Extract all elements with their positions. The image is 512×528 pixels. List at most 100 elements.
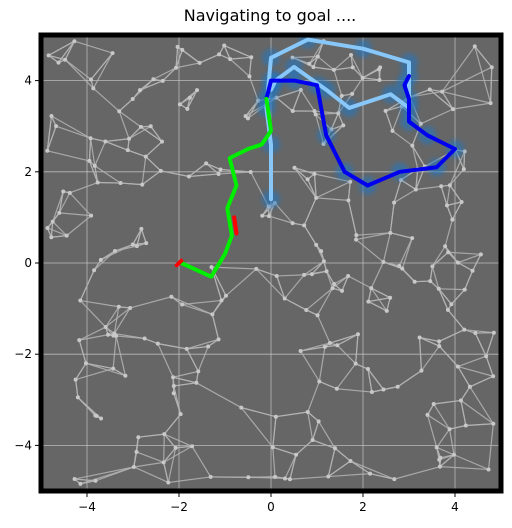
roadmap-node xyxy=(381,260,386,265)
roadmap-edge xyxy=(47,227,67,237)
roadmap-edge xyxy=(247,100,259,119)
roadmap-node xyxy=(491,330,496,335)
roadmap-edge xyxy=(58,192,71,214)
roadmap-node xyxy=(450,217,455,222)
roadmap-node xyxy=(462,327,467,332)
roadmap-node xyxy=(274,273,279,278)
roadmap-node xyxy=(392,477,397,482)
roadmap-edge xyxy=(48,54,59,64)
roadmap-node xyxy=(130,96,135,101)
roadmap-node xyxy=(366,299,371,304)
roadmap-node xyxy=(143,154,148,159)
roadmap-node xyxy=(428,279,433,284)
roadmap-edge xyxy=(420,345,440,372)
roadmap-node xyxy=(110,51,115,56)
roadmap-edge xyxy=(392,130,413,147)
roadmap-edge xyxy=(438,345,459,367)
roadmap-node xyxy=(302,272,307,277)
roadmap-edge xyxy=(186,345,209,350)
roadmap-graph xyxy=(45,39,496,486)
roadmap-edge xyxy=(114,245,137,252)
roadmap-edge xyxy=(175,445,193,449)
roadmap-node xyxy=(138,124,143,129)
roadmap-edge xyxy=(347,200,357,236)
roadmap-edge xyxy=(438,329,465,342)
roadmap-node xyxy=(304,307,309,312)
roadmap-edge xyxy=(275,411,308,418)
roadmap-node xyxy=(341,123,346,128)
roadmap-node xyxy=(45,148,50,153)
roadmap-edge xyxy=(46,125,57,151)
roadmap-node xyxy=(444,203,449,208)
roadmap-edge xyxy=(350,54,354,68)
roadmap-edge xyxy=(300,342,331,352)
roadmap-node xyxy=(350,91,355,96)
roadmap-node xyxy=(208,474,213,479)
roadmap-edge xyxy=(444,219,453,247)
roadmap-node xyxy=(369,390,374,395)
roadmap-node xyxy=(89,213,94,218)
roadmap-edge xyxy=(157,343,174,378)
roadmap-edge xyxy=(145,156,162,172)
roadmap-node xyxy=(61,189,66,194)
roadmap-edge xyxy=(356,232,391,236)
roadmap-edge xyxy=(132,242,147,246)
roadmap-edge xyxy=(105,140,129,151)
roadmap-node xyxy=(180,47,185,52)
roadmap-node xyxy=(326,474,331,479)
roadmap-edge xyxy=(105,307,131,328)
roadmap-edge xyxy=(426,414,438,448)
roadmap-edge xyxy=(351,77,364,95)
roadmap-node xyxy=(161,460,166,465)
roadmap-edge xyxy=(205,162,221,171)
roadmap-node xyxy=(98,257,103,262)
robot-marker xyxy=(232,215,239,236)
roadmap-node xyxy=(334,386,339,391)
roadmap-edge xyxy=(427,414,450,430)
roadmap-node xyxy=(185,106,190,111)
roadmap-edge xyxy=(90,52,114,80)
roadmap-edge xyxy=(69,181,98,194)
roadmap-edge xyxy=(350,460,371,475)
roadmap-node xyxy=(473,331,478,336)
roadmap-node xyxy=(131,464,136,469)
roadmap-edge xyxy=(74,466,134,480)
roadmap-edge xyxy=(47,150,90,162)
roadmap-node xyxy=(388,295,393,300)
roadmap-node xyxy=(67,190,72,195)
roadmap-edge xyxy=(144,337,159,345)
roadmap-edge xyxy=(75,379,79,398)
roadmap-edge xyxy=(444,245,459,263)
roadmap-edge xyxy=(55,125,91,139)
roadmap-edge xyxy=(172,370,199,378)
roadmap-edge xyxy=(469,386,494,425)
roadmap-edge xyxy=(449,168,465,186)
roadmap-edge xyxy=(449,424,467,430)
roadmap-node xyxy=(434,445,439,450)
roadmap-edge xyxy=(175,62,200,69)
roadmap-edge xyxy=(397,370,422,388)
roadmap-node xyxy=(228,57,233,62)
roadmap-node xyxy=(160,78,165,83)
roadmap-node xyxy=(155,341,160,346)
roadmap-edge xyxy=(175,49,183,68)
roadmap-node xyxy=(350,65,355,70)
roadmap-edge xyxy=(74,40,113,54)
roadmap-edge xyxy=(138,433,165,438)
roadmap-edge xyxy=(432,251,449,267)
roadmap-edge xyxy=(114,332,145,340)
roadmap-node xyxy=(360,75,365,80)
roadmap-edge xyxy=(150,125,163,143)
roadmap-edge xyxy=(429,89,454,110)
roadmap-edge xyxy=(294,167,315,175)
y-tick-label: −4 xyxy=(14,438,32,452)
roadmap-edge xyxy=(303,197,317,226)
roadmap-node xyxy=(419,368,424,373)
roadmap-edge xyxy=(420,108,454,125)
y-tick-label: 2 xyxy=(24,165,32,179)
roadmap-node xyxy=(461,167,466,172)
roadmap-edge xyxy=(163,462,169,483)
roadmap-node xyxy=(184,346,189,351)
roadmap-edge xyxy=(292,89,302,112)
chart-title: Navigating to goal .... xyxy=(183,6,357,25)
